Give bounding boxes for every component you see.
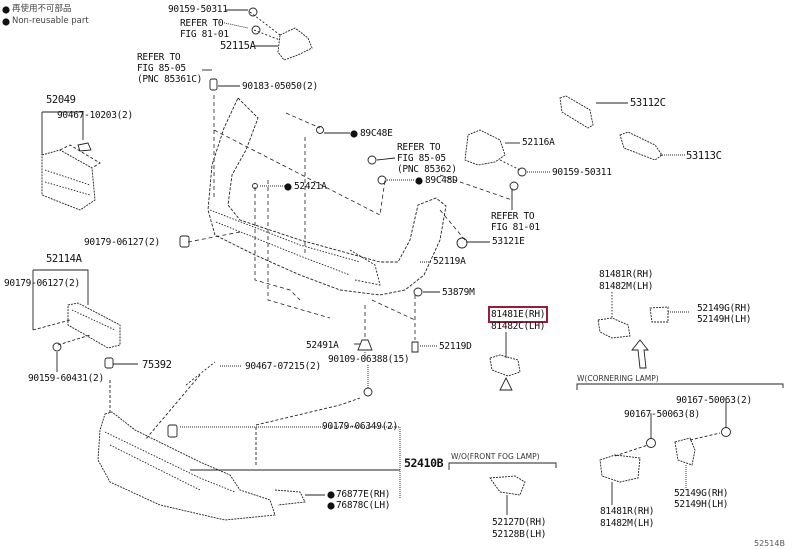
fog-cover-52127D[interactable] <box>489 475 526 496</box>
refer-fig-85-05-right[interactable]: REFER TO FIG 85-05 (PNC 85362) <box>397 142 457 175</box>
condition-without-fog-lamp: W/O(FRONT FOG LAMP) <box>451 452 540 461</box>
cornering-bracket-top[interactable] <box>649 306 669 323</box>
part-label-53121E[interactable]: 53121E <box>492 236 525 247</box>
refer-fig-85-05-left[interactable]: REFER TO FIG 85-05 (PNC 85361C) <box>137 52 203 85</box>
part-label-90467-10203[interactable]: 90467-10203(2) <box>57 110 133 121</box>
retainer-52114A[interactable] <box>67 302 121 349</box>
part-label-52149G-bottom[interactable]: 52149G(RH) <box>674 488 729 499</box>
part-label-52149G-top[interactable]: 52149G(RH) <box>697 303 752 314</box>
part-label-52049[interactable]: 52049 <box>46 94 76 106</box>
bumper-cover-upper[interactable] <box>207 97 447 296</box>
diagram-code: 52514B <box>754 539 785 548</box>
refer-fig-81-01-right[interactable]: REFER TO FIG 81-01 <box>491 211 540 233</box>
part-label-52127D[interactable]: 52127D(RH) <box>492 517 547 528</box>
part-label-75392[interactable]: 75392 <box>142 359 172 371</box>
bracket-52116A[interactable] <box>464 129 506 166</box>
part-label-52410B[interactable]: 52410B <box>404 456 444 470</box>
part-label-90167-50063-8[interactable]: 90167-50063(8) <box>624 409 700 420</box>
part-label-90159-60431[interactable]: 90159-60431(2) <box>28 373 104 384</box>
part-label-52149H-bottom[interactable]: 52149H(LH) <box>674 499 729 510</box>
part-label-90109-06388[interactable]: 90109-06388(15) <box>328 354 410 365</box>
part-label-81482M-top[interactable]: 81482M(LH) <box>599 281 654 292</box>
refer-fig-81-01-top[interactable]: REFER TO FIG 81-01 <box>180 18 229 40</box>
lamp-cover-53112C[interactable] <box>559 95 594 129</box>
part-label-90159-50311-right[interactable]: 90159-50311 <box>552 167 612 178</box>
part-label-81481E-highlighted[interactable]: 81481E(RH) <box>487 306 549 323</box>
part-label-89C48E[interactable]: 89C48E <box>360 128 393 139</box>
part-label-81481R-bottom[interactable]: 81481R(RH) <box>600 506 655 517</box>
part-label-90167-50063-2[interactable]: 90167-50063(2) <box>676 395 752 406</box>
part-label-81481R-top[interactable]: 81481R(RH) <box>599 269 654 280</box>
part-label-52116A[interactable]: 52116A <box>522 137 555 148</box>
part-label-53112C[interactable]: 53112C <box>630 97 666 109</box>
condition-with-cornering-lamp: W(CORNERING LAMP) <box>577 374 659 383</box>
lamp-bracket-81481E[interactable] <box>489 354 521 377</box>
part-label-90179-06127-mid[interactable]: 90179-06127(2) <box>84 237 160 248</box>
part-label-52491A[interactable]: 52491A <box>306 340 339 351</box>
part-label-90179-06349[interactable]: 90179-06349(2) <box>322 421 398 432</box>
part-label-90159-50311[interactable]: 90159-50311 <box>168 4 228 15</box>
part-label-53879M[interactable]: 53879M <box>442 287 475 298</box>
lower-bumper-52410B[interactable] <box>97 411 276 521</box>
part-label-52128B[interactable]: 52128B(LH) <box>492 529 547 540</box>
legend-non-reusable-en: Non-reusable part <box>12 16 89 26</box>
bracket-52115A[interactable] <box>277 27 313 61</box>
part-label-52149H-top[interactable]: 52149H(LH) <box>697 314 752 325</box>
part-label-52119A[interactable]: 52119A <box>433 256 466 267</box>
lamp-cover-53113C[interactable] <box>619 131 663 161</box>
cornering-lamp-top[interactable] <box>597 317 631 339</box>
part-label-90179-06127-left[interactable]: 90179-06127(2) <box>4 278 80 289</box>
part-label-53113C[interactable]: 53113C <box>686 150 722 162</box>
part-label-90183-05050[interactable]: 90183-05050(2) <box>242 81 318 92</box>
part-label-52115A[interactable]: 52115A <box>220 40 256 52</box>
cornering-bracket-bottom[interactable] <box>674 437 696 466</box>
grille-52049[interactable] <box>41 144 101 211</box>
part-label-81482M-bottom[interactable]: 81482M(LH) <box>600 518 655 529</box>
cornering-lamp-bottom[interactable] <box>599 454 641 483</box>
part-label-90467-07215[interactable]: 90467-07215(2) <box>245 361 321 372</box>
part-label-76878C[interactable]: 76878C(LH) <box>336 500 391 511</box>
part-label-52119D[interactable]: 52119D <box>439 341 472 352</box>
part-label-52114A[interactable]: 52114A <box>46 253 82 265</box>
legend-non-reusable-jp: 再使用不可部品 <box>12 4 72 14</box>
part-label-89C48D[interactable]: 89C48D <box>425 175 458 186</box>
part-label-81482C[interactable]: 81482C(LH) <box>491 321 546 332</box>
part-label-52421A[interactable]: 52421A <box>294 181 327 192</box>
part-label-76877E[interactable]: 76877E(RH) <box>336 489 391 500</box>
